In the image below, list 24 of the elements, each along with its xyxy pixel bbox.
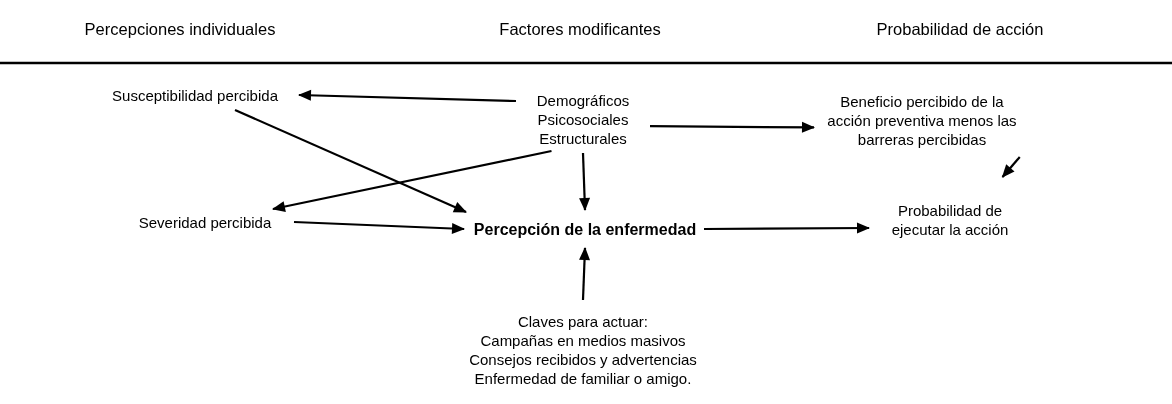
node-text: Enfermedad de familiar o amigo. xyxy=(473,369,693,388)
arrow xyxy=(293,220,465,234)
node-text: Psicosociales xyxy=(536,109,630,129)
column-heading: Factores modificantes xyxy=(499,20,661,39)
column-heading: Probabilidad de acción xyxy=(876,20,1044,39)
node-text: Susceptibilidad percibida xyxy=(111,85,279,105)
node-text: Demográficos xyxy=(535,90,631,110)
node-text: Percepción de la enfermedad xyxy=(472,219,698,239)
node-text: Claves para actuar: xyxy=(516,312,650,331)
arrow xyxy=(650,121,815,133)
arrow xyxy=(272,149,552,212)
arrow xyxy=(579,247,591,301)
arrow xyxy=(234,109,467,213)
node-text: Consejos recibidos y advertencias xyxy=(468,350,698,369)
arrow xyxy=(579,152,591,211)
node-text: Severidad percibida xyxy=(137,212,273,232)
node-text: Beneficio percibido de la acción preventiva menos las barreras percibidas xyxy=(826,91,1018,149)
node-text: Estructurales xyxy=(538,128,628,148)
node-text: Probabilidad de ejecutar la acción xyxy=(890,201,1010,239)
arrow xyxy=(298,89,517,103)
node-text: Campañas en medios masivos xyxy=(479,331,687,350)
column-heading: Percepciones individuales xyxy=(84,20,276,39)
arrow xyxy=(704,222,870,234)
arrow xyxy=(1001,156,1021,178)
